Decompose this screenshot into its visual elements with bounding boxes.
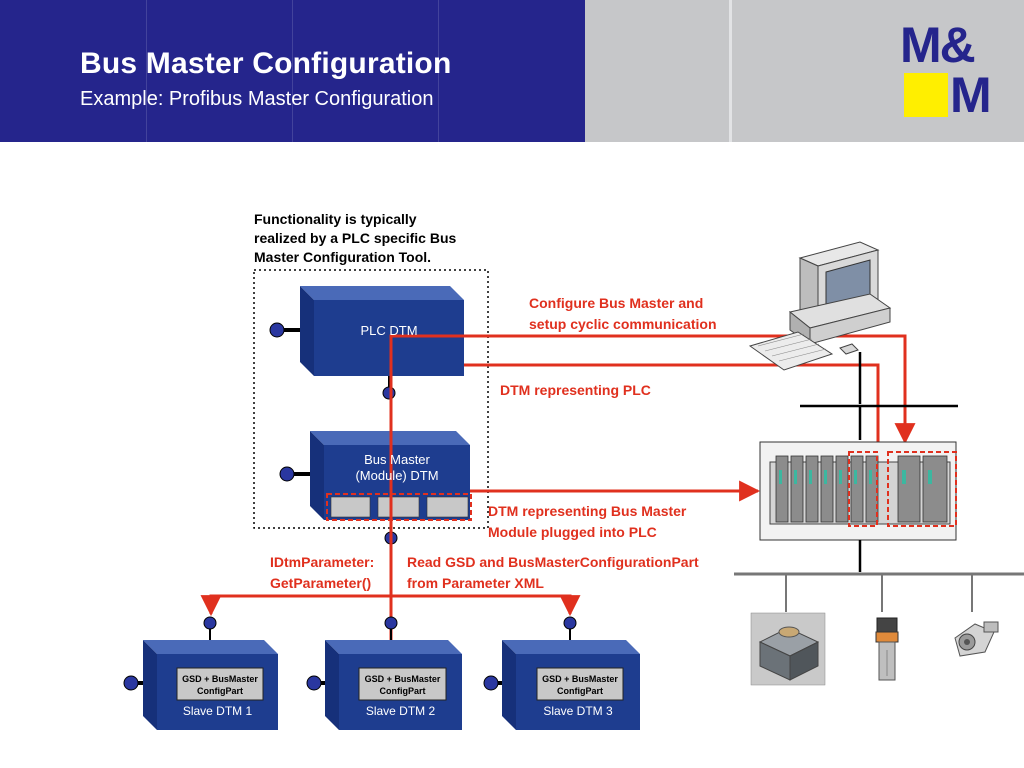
dtm-bus-master-annotation-line: Module plugged into PLC [488,524,657,540]
logo-text-top: M& [900,17,976,73]
tool-note-line: realized by a PLC specific Bus [254,230,457,246]
idtm-annotation-line: GetParameter() [270,575,372,591]
header-divider [729,0,732,142]
slave-2-gsd-line: ConfigPart [379,686,426,696]
configuration-tool-frame [253,269,489,529]
slave-dtm-3-box[interactable] [502,640,640,730]
computer-icon [748,241,892,371]
read-gsd-annotation-line: Read GSD and BusMasterConfigurationPart [407,554,699,570]
slave-3-gsd-label: GSD + BusMaster ConfigPart [537,673,623,697]
slave-1-gsd-label: GSD + BusMaster ConfigPart [177,673,263,697]
header-title-panel [0,0,585,142]
tool-note-line: Functionality is typically [254,211,417,227]
header-band: Bus Master Configuration Example: Profib… [0,0,1024,142]
slave-1-label: Slave DTM 1 [182,704,253,718]
dtm-plc-annotation: DTM representing PLC [500,382,651,398]
company-logo: M& M [900,18,1010,128]
idtm-annotation-line: IDtmParameter: [270,554,375,570]
plc-dtm-label: PLC DTM [360,323,418,338]
configuration-arrows [200,334,916,640]
idtm-annotation: IDtmParameter: GetParameter() [270,552,374,594]
bus-master-label-line: Bus Master [364,452,430,467]
plc-dtm-port-left [269,322,300,338]
slave-2-gsd-label: GSD + BusMaster ConfigPart [359,673,446,697]
dtm-bus-master-annotation: DTM representing Bus Master Module plugg… [488,501,686,543]
slave-1-gsd-line: GSD + BusMaster [182,674,258,684]
read-gsd-annotation-line: from Parameter XML [407,575,544,591]
tool-note: Functionality is typically realized by a… [254,210,456,267]
configure-annotation-line: setup cyclic communication [529,316,717,332]
bus-master-module-slots [326,493,472,521]
configure-annotation: Configure Bus Master and setup cyclic co… [529,293,717,335]
valve-device-icon [954,621,999,657]
sensor-device-icon [875,617,899,681]
plc-dtm-port-bottom [382,386,396,400]
read-gsd-annotation: Read GSD and BusMasterConfigurationPart … [407,552,699,594]
slave-dtm-1-ports [123,616,217,691]
plc-dtm-box[interactable] [300,286,464,376]
configure-annotation-line: Configure Bus Master and [529,295,704,311]
slave-3-label: Slave DTM 3 [543,704,613,718]
page-title: Bus Master Configuration [80,47,452,80]
slave-dtm-3-ports [483,616,577,691]
logo-text-bottom: M [950,67,992,123]
slave-3-gsd-line: GSD + BusMaster [542,674,618,684]
bus-master-port-left [279,466,310,482]
slave-2-gsd-line: GSD + BusMaster [364,674,441,684]
logo-yellow-square [904,73,948,117]
slave-dtm-2-box[interactable] [325,640,462,730]
bus-master-label-line: (Module) DTM [355,468,439,483]
slave-1-gsd-line: ConfigPart [197,686,243,696]
slave-3-gsd-line: ConfigPart [557,686,603,696]
tool-note-line: Master Configuration Tool. [254,249,432,265]
bus-master-label: Bus Master (Module) DTM [324,452,470,484]
slave-dtm-1-box[interactable] [143,640,278,730]
actuator-device-icon [750,612,826,686]
page-subtitle: Example: Profibus Master Configuration [80,88,434,110]
dtm-bus-master-annotation-line: DTM representing Bus Master [488,503,687,519]
slave-dtm-2-ports [306,616,398,691]
plc-rack-icon [759,441,957,541]
slave-2-label: Slave DTM 2 [365,704,436,718]
